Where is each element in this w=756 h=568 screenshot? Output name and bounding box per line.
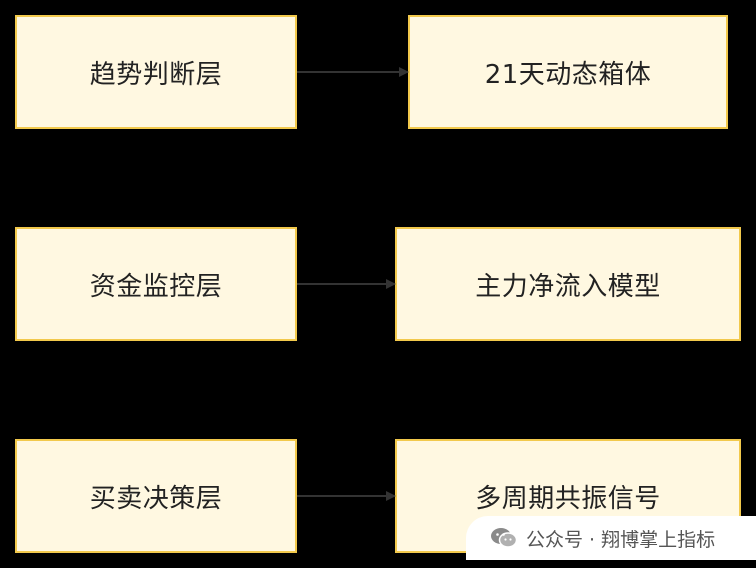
- node-trade-decision-layer: 买卖决策层: [15, 439, 297, 553]
- wechat-icon: [491, 528, 518, 548]
- node-main-inflow-model: 主力净流入模型: [395, 227, 741, 341]
- watermark-badge: 公众号 · 翔博掌上指标: [466, 516, 756, 560]
- node-21day-box: 21天动态箱体: [408, 15, 728, 129]
- node-capital-layer: 资金监控层: [15, 227, 297, 341]
- watermark-text: 公众号 · 翔博掌上指标: [526, 528, 716, 551]
- node-trend-layer: 趋势判断层: [15, 15, 297, 129]
